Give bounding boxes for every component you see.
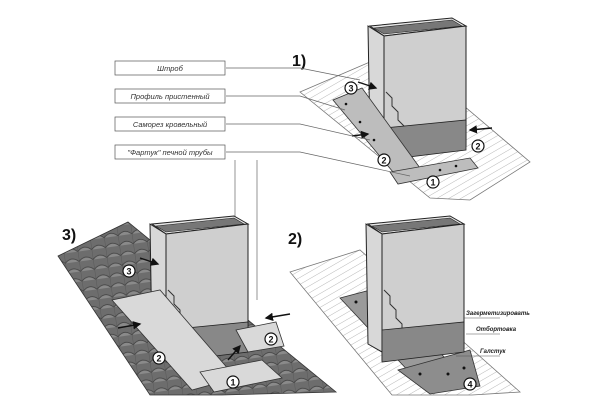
svg-text:3: 3 <box>126 267 131 277</box>
marker-1: 1 <box>226 375 240 389</box>
marker-2: 2 <box>377 153 391 167</box>
marker-2: 2 <box>471 139 485 153</box>
callouts: Штроб Профиль пристенный Саморез кровель… <box>114 60 411 352</box>
svg-text:2: 2 <box>268 335 273 345</box>
callout-wall-profile: Профиль пристенный <box>114 88 226 104</box>
marker-3: 3 <box>344 81 358 95</box>
svg-text:2: 2 <box>156 354 161 364</box>
panel-3: 3 2 2 1 3) <box>57 215 338 396</box>
label-tie: Галстук <box>480 349 507 355</box>
svg-text:1: 1 <box>230 378 235 388</box>
marker-2: 2 <box>264 332 278 346</box>
svg-text:2: 2 <box>475 142 480 152</box>
panel-2: Загерметизировать Отбортовка Галстук 4 2… <box>288 215 530 396</box>
label-flange: Отбортовка <box>476 326 517 333</box>
callout-roof-screw: Саморез кровельный <box>114 116 226 132</box>
marker-1: 1 <box>426 175 440 189</box>
panel-number: 2) <box>288 231 302 248</box>
svg-text:Профиль пристенный: Профиль пристенный <box>130 92 210 101</box>
panel-1: 3 2 2 1 1) <box>292 17 531 201</box>
svg-text:1: 1 <box>430 178 435 188</box>
svg-text:Штроб: Штроб <box>157 64 183 73</box>
tie-strip <box>397 349 481 395</box>
callout-apron: "Фартук" печной трубы <box>114 144 226 160</box>
svg-text:3: 3 <box>348 84 353 94</box>
panel-number: 1) <box>292 53 306 70</box>
svg-text:2: 2 <box>381 156 386 166</box>
callout-groove: Штроб <box>114 60 226 76</box>
chimney <box>365 215 466 363</box>
svg-text:"Фартук" печной трубы: "Фартук" печной трубы <box>127 148 213 157</box>
apron-strip <box>389 157 479 185</box>
marker-3: 3 <box>122 264 136 278</box>
marker-2: 2 <box>152 351 166 365</box>
svg-text:4: 4 <box>467 380 472 390</box>
marker-4: 4 <box>463 377 477 391</box>
label-seal: Загерметизировать <box>466 311 530 317</box>
svg-text:Саморез кровельный: Саморез кровельный <box>133 120 208 129</box>
panel-number: 3) <box>62 227 76 244</box>
